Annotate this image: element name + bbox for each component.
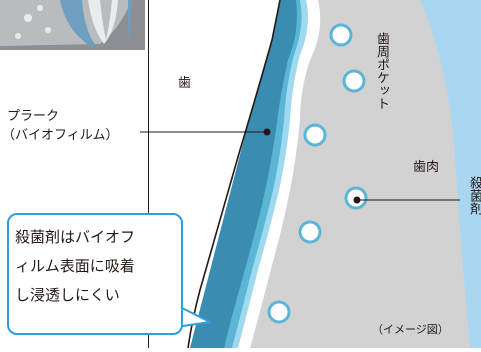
periodontal-pocket-label: 歯周ポケット	[374, 32, 389, 110]
callout-line1: 殺菌剤はバイオフ	[15, 228, 136, 246]
plaque-leader-dot	[263, 128, 271, 136]
particle	[342, 69, 366, 93]
particle	[267, 300, 291, 324]
disinfectant-label-cut: 殺菌剤	[467, 176, 481, 215]
plaque-label-line2: （バイオフィルム）	[2, 128, 119, 143]
particle	[303, 123, 327, 147]
callout-box	[7, 213, 183, 335]
tooth-thumbnail	[0, 0, 145, 50]
disinfectant-particles	[267, 23, 368, 324]
callout-line3: し浸透しにくい	[15, 286, 120, 304]
image-note: （イメージ図）	[372, 323, 449, 336]
gum-label: 歯肉	[413, 160, 440, 175]
enlarged-view	[140, 0, 481, 349]
particle	[329, 23, 353, 47]
plaque-label-line1: プラーク	[7, 109, 60, 124]
callout-line2: ィルム表面に吸着	[15, 257, 135, 275]
particle	[298, 220, 322, 244]
tooth-label: 歯	[178, 76, 192, 91]
callout-text: 殺菌剤はバイオフ ィルム表面に吸着 し浸透しにくい	[15, 223, 175, 310]
